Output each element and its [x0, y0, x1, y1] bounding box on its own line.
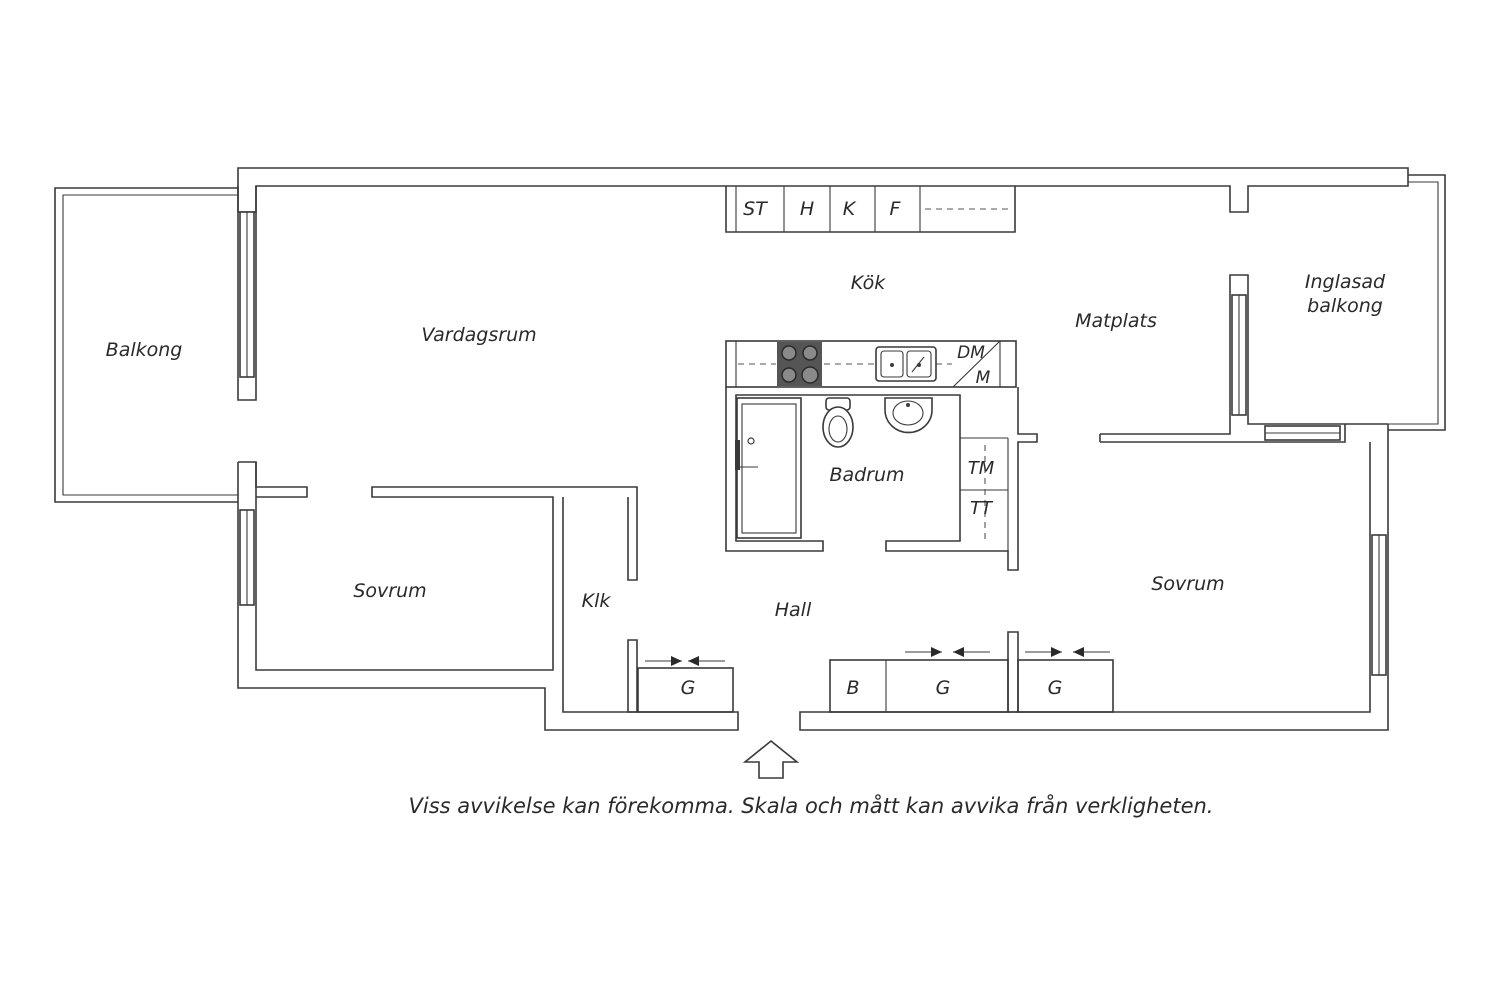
fixture-label-m: M — [976, 368, 991, 388]
room-label-balkong: Balkong — [106, 339, 183, 361]
room-label-inglasad-line1: Inglasad — [1305, 271, 1386, 293]
washbasin-icon — [884, 397, 933, 434]
stove-icon — [777, 342, 822, 386]
fixture-label-tt: TT — [970, 498, 994, 519]
disclaimer: Viss avvikelse kan förekomma. Skala och … — [409, 793, 1214, 818]
bathroom-walls — [725, 387, 1038, 571]
wardrobes — [627, 631, 1114, 713]
room-label-badrum: Badrum — [829, 464, 904, 486]
room-label-sovrum-right: Sovrum — [1151, 573, 1224, 595]
kitchen-top-counter — [725, 186, 1016, 233]
balcony-right — [1388, 174, 1446, 431]
fixture-label-st: ST — [743, 198, 768, 220]
fixture-label-f: F — [890, 198, 902, 220]
sink-icon — [875, 346, 937, 382]
room-label-vardagsrum: Vardagsrum — [421, 324, 536, 346]
balcony-left — [54, 187, 238, 503]
fixture-label-tm: TM — [968, 458, 995, 479]
fixture-label-g3: G — [1048, 677, 1063, 699]
room-label-matplats: Matplats — [1075, 310, 1157, 332]
room-label-kok: Kök — [851, 272, 886, 294]
room-label-klk: Klk — [582, 590, 612, 612]
entrance-arrow-icon — [742, 739, 800, 779]
room-label-sovrum-left: Sovrum — [353, 580, 426, 602]
fixture-label-h: H — [800, 198, 814, 220]
fixture-label-g2: G — [936, 677, 951, 699]
door-icon — [735, 397, 802, 539]
fixture-label-dm: DM — [957, 343, 985, 363]
windows — [239, 211, 1387, 676]
toilet-icon — [822, 397, 854, 448]
sliding-door-arrows-icon — [645, 647, 1110, 666]
outer-walls — [237, 167, 1409, 731]
room-label-hall: Hall — [775, 599, 812, 621]
fixture-label-g1: G — [681, 677, 696, 699]
fixture-label-b: B — [846, 677, 859, 699]
room-label-inglasad-line2: balkong — [1307, 295, 1383, 317]
fixture-label-k: K — [843, 198, 857, 220]
kitchen-island — [725, 340, 1017, 388]
